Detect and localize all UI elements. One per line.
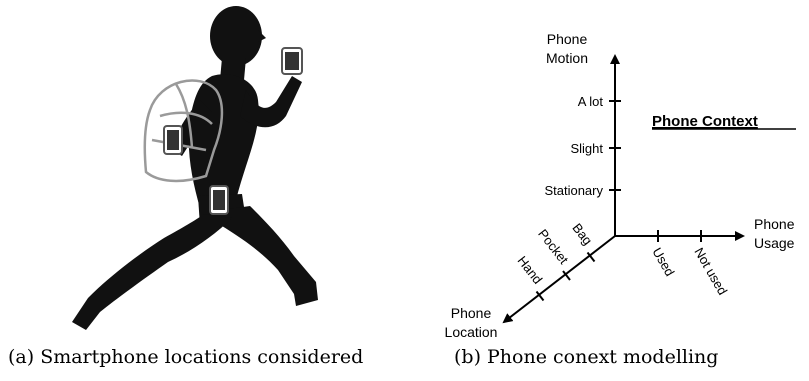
caption-a: (a) Smartphone locations considered: [8, 346, 364, 368]
phone-in-pocket: [209, 185, 229, 215]
location-tick-label-bag: Bag: [569, 220, 595, 247]
panel-phone-context-model: Phone Motion A lot Slight Stationary Pho…: [400, 0, 809, 381]
caption-b: (b) Phone conext modelling: [454, 346, 719, 368]
phone-in-bag: [163, 125, 183, 155]
motion-tick-label-slight: Slight: [570, 141, 603, 156]
usage-axis-label-line2: Usage: [754, 235, 795, 251]
location-axis-label-line1: Phone: [451, 305, 492, 321]
panel-smartphone-locations: (a) Smartphone locations considered: [0, 0, 400, 381]
location-axis-label-line2: Location: [445, 324, 498, 340]
runner-silhouette: [72, 6, 318, 330]
runner-front-leg: [222, 206, 318, 306]
runner-front-arm: [240, 76, 302, 128]
runner-head: [210, 6, 262, 66]
usage-tick-label-used: Used: [649, 245, 677, 279]
usage-axis-label-line1: Phone: [754, 216, 795, 232]
runner-illustration: [72, 6, 318, 330]
runner-back-leg: [72, 214, 232, 330]
location-tick-bag: [586, 251, 596, 263]
location-tick-label-hand: Hand: [515, 253, 546, 287]
motion-axis-label-line1: Phone: [547, 31, 588, 47]
phone-context-title: Phone Context: [652, 113, 758, 130]
context-axes-diagram: Phone Motion A lot Slight Stationary Pho…: [445, 31, 796, 340]
runner-face: [258, 30, 266, 42]
location-tick-pocket: [562, 270, 571, 281]
phone-in-hand: [281, 47, 303, 75]
motion-tick-label-stationary: Stationary: [544, 183, 603, 198]
location-tick-label-pocket: Pocket: [535, 226, 572, 267]
usage-tick-label-not-used: Not used: [691, 245, 730, 298]
motion-tick-label-a-lot: A lot: [578, 94, 604, 109]
location-tick-hand: [535, 290, 545, 302]
location-axis: [502, 235, 616, 324]
motion-axis-label-line2: Motion: [546, 50, 588, 66]
